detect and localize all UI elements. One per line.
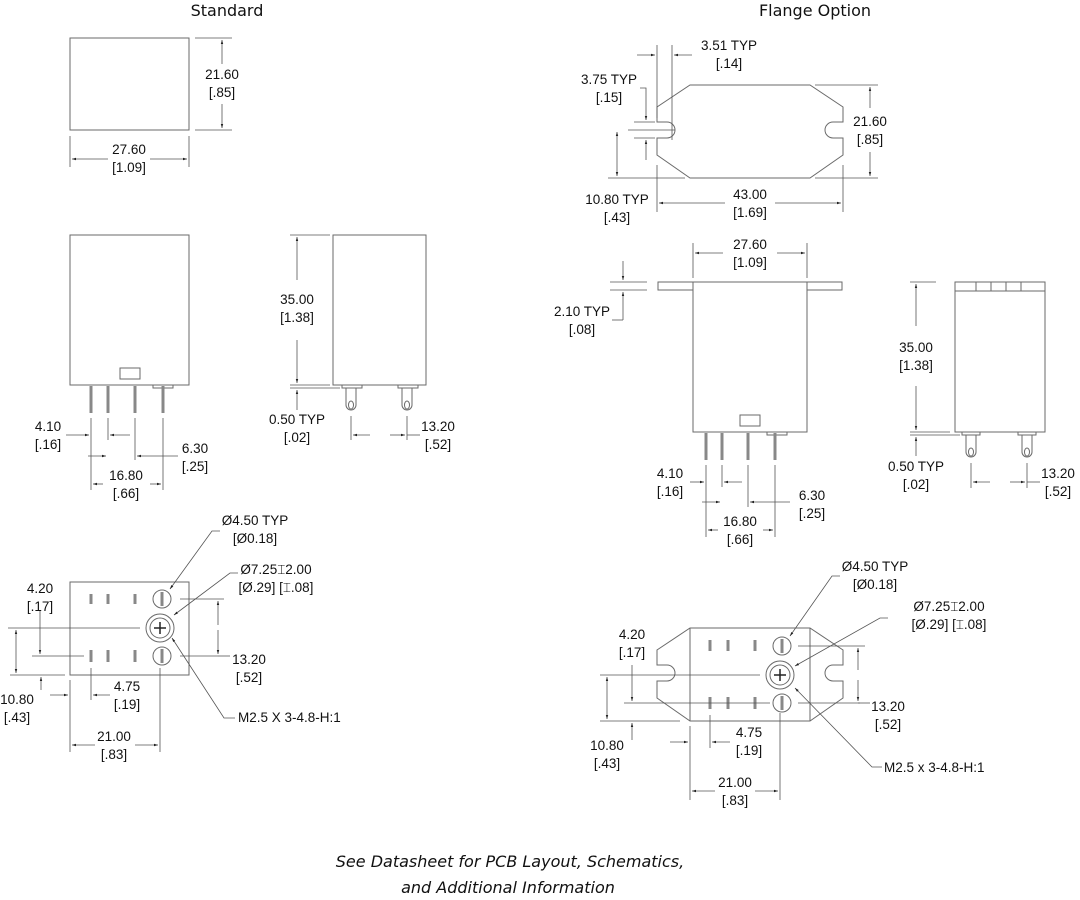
flange-bottom-outline bbox=[656, 627, 844, 722]
std-row-offset-in: [.17] bbox=[27, 599, 53, 614]
flange-slot-height-in: [.15] bbox=[596, 90, 622, 105]
flange-front-view: 27.60 [1.09] 2.10 TYP [.08] 4.10 [.16] 6… bbox=[554, 237, 843, 547]
flange-pitch-b: 6.30 bbox=[799, 488, 825, 503]
flange-slot-center: 10.80 TYP bbox=[585, 192, 649, 207]
std-top-width-in: [1.09] bbox=[112, 160, 146, 175]
flange-side-body bbox=[954, 281, 1046, 433]
flange-hole-x: 21.00 bbox=[718, 775, 752, 790]
std-top-height: 21.60 bbox=[205, 67, 239, 82]
flange-bottom-view: 4.20 [.17] 10.80 [.43] 13.20 [.52] 4.75 … bbox=[590, 559, 986, 808]
flange-cbore: Ø7.25⌶2.00 bbox=[913, 599, 984, 614]
flange-thk-in: [.08] bbox=[569, 322, 595, 337]
std-hole-dia-in: [Ø0.18] bbox=[233, 531, 277, 546]
flange-hole-dia-in: [Ø0.18] bbox=[853, 577, 897, 592]
flange-slot-height: 3.75 TYP bbox=[581, 72, 637, 87]
flange-standoff-in: [.02] bbox=[903, 477, 929, 492]
flange-top-height-in: [.85] bbox=[857, 132, 883, 147]
footer-note-line2: and Additional Information bbox=[401, 878, 615, 897]
std-pitch-b: 6.30 bbox=[182, 441, 208, 456]
std-pitch-a: 4.10 bbox=[35, 419, 61, 434]
flange-top-view: 3.51 TYP [.14] 3.75 TYP [.15] 10.80 TYP … bbox=[581, 38, 887, 225]
std-hole-dia: Ø4.50 TYP bbox=[222, 513, 289, 528]
flange-top-width-in: [1.69] bbox=[733, 205, 767, 220]
flange-slot-center-in: [.43] bbox=[604, 210, 630, 225]
std-front-body bbox=[69, 234, 190, 386]
standard-bottom-view: 4.20 [.17] 10.80 [.43] 13.20 [.52] 4.75 … bbox=[0, 513, 341, 762]
std-pin-span: 16.80 bbox=[109, 468, 143, 483]
footer-note-line1: See Datasheet for PCB Layout, Schematics… bbox=[336, 852, 684, 871]
std-row-spacing-in: [.52] bbox=[236, 670, 262, 685]
std-row-spacing: 13.20 bbox=[232, 652, 266, 667]
flange-pin-span-in: [.66] bbox=[727, 532, 753, 547]
flange-body-width-in: [1.09] bbox=[733, 255, 767, 270]
flange-side-height: 35.00 bbox=[899, 340, 933, 355]
flange-top-outline bbox=[656, 84, 844, 179]
std-center-offset: 10.80 bbox=[0, 692, 34, 707]
flange-thread: M2.5 x 3-4.8-H:1 bbox=[884, 760, 985, 775]
std-side-height-in: [1.38] bbox=[280, 310, 314, 325]
flange-front-body bbox=[692, 281, 808, 433]
std-cbore: Ø7.25⌶2.00 bbox=[240, 562, 311, 577]
std-bottom-body bbox=[69, 581, 190, 676]
flange-standoff: 0.50 TYP bbox=[888, 459, 944, 474]
flange-center-offset-in: [.43] bbox=[594, 756, 620, 771]
standard-side-view: 35.00 [1.38] 0.50 TYP [.02] 13.20 [.52] bbox=[269, 234, 455, 452]
standard-top-body bbox=[69, 37, 190, 131]
flange-term-spacing: 13.20 bbox=[1041, 466, 1075, 481]
std-pitch-b-in: [.25] bbox=[182, 459, 208, 474]
standard-top-view: 21.60 [.85] 27.60 [1.09] bbox=[69, 37, 239, 175]
std-standoff: 0.50 TYP bbox=[269, 412, 325, 427]
flange-pitch-a-in: [.16] bbox=[657, 484, 683, 499]
flange-top-width: 43.00 bbox=[733, 187, 767, 202]
flange-pin-span: 16.80 bbox=[723, 514, 757, 529]
flange-pin-offset: 4.75 bbox=[736, 725, 762, 740]
flange-row-spacing-in: [.52] bbox=[875, 717, 901, 732]
flange-center-offset: 10.80 bbox=[590, 738, 624, 753]
std-hole-x: 21.00 bbox=[97, 729, 131, 744]
flange-slot-width: 3.51 TYP bbox=[701, 38, 757, 53]
std-pin-offset: 4.75 bbox=[114, 679, 140, 694]
std-cbore-in: [Ø.29] [⌶.08] bbox=[239, 580, 314, 595]
flange-cbore-in: [Ø.29] [⌶.08] bbox=[912, 617, 987, 632]
flange-pin-offset-in: [.19] bbox=[736, 743, 762, 758]
flange-row-offset: 4.20 bbox=[619, 627, 645, 642]
std-hole-x-in: [.83] bbox=[101, 747, 127, 762]
std-center-offset-in: [.43] bbox=[4, 710, 30, 725]
std-term-spacing: 13.20 bbox=[421, 419, 455, 434]
flange-side-height-in: [1.38] bbox=[899, 358, 933, 373]
std-side-height: 35.00 bbox=[280, 292, 314, 307]
std-thread: M2.5 X 3-4.8-H:1 bbox=[238, 710, 341, 725]
std-pin-span-in: [.66] bbox=[113, 486, 139, 501]
std-side-body bbox=[332, 234, 427, 386]
standard-title: Standard bbox=[191, 1, 264, 20]
flange-row-offset-in: [.17] bbox=[619, 645, 645, 660]
standard-front-view: 4.10 [.16] 6.30 [.25] 16.80 [.66] bbox=[35, 234, 208, 501]
flange-side-view: 35.00 [1.38] 0.50 TYP [.02] 13.20 [.52] bbox=[888, 281, 1075, 499]
std-pin-offset-in: [.19] bbox=[114, 697, 140, 712]
flange-pitch-b-in: [.25] bbox=[799, 506, 825, 521]
std-standoff-in: [.02] bbox=[284, 430, 310, 445]
std-row-offset: 4.20 bbox=[27, 581, 53, 596]
flange-hole-dia: Ø4.50 TYP bbox=[842, 559, 909, 574]
flange-top-height: 21.60 bbox=[853, 114, 887, 129]
flange-title: Flange Option bbox=[759, 1, 871, 20]
flange-thk: 2.10 TYP bbox=[554, 304, 610, 319]
std-pitch-a-in: [.16] bbox=[35, 437, 61, 452]
flange-hole-x-in: [.83] bbox=[722, 793, 748, 808]
flange-row-spacing: 13.20 bbox=[871, 699, 905, 714]
flange-body-width: 27.60 bbox=[733, 237, 767, 252]
std-top-width: 27.60 bbox=[112, 142, 146, 157]
flange-term-spacing-in: [.52] bbox=[1045, 484, 1071, 499]
std-top-height-in: [.85] bbox=[209, 85, 235, 100]
flange-slot-width-in: [.14] bbox=[716, 56, 742, 71]
flange-pitch-a: 4.10 bbox=[657, 466, 683, 481]
std-term-spacing-in: [.52] bbox=[425, 437, 451, 452]
